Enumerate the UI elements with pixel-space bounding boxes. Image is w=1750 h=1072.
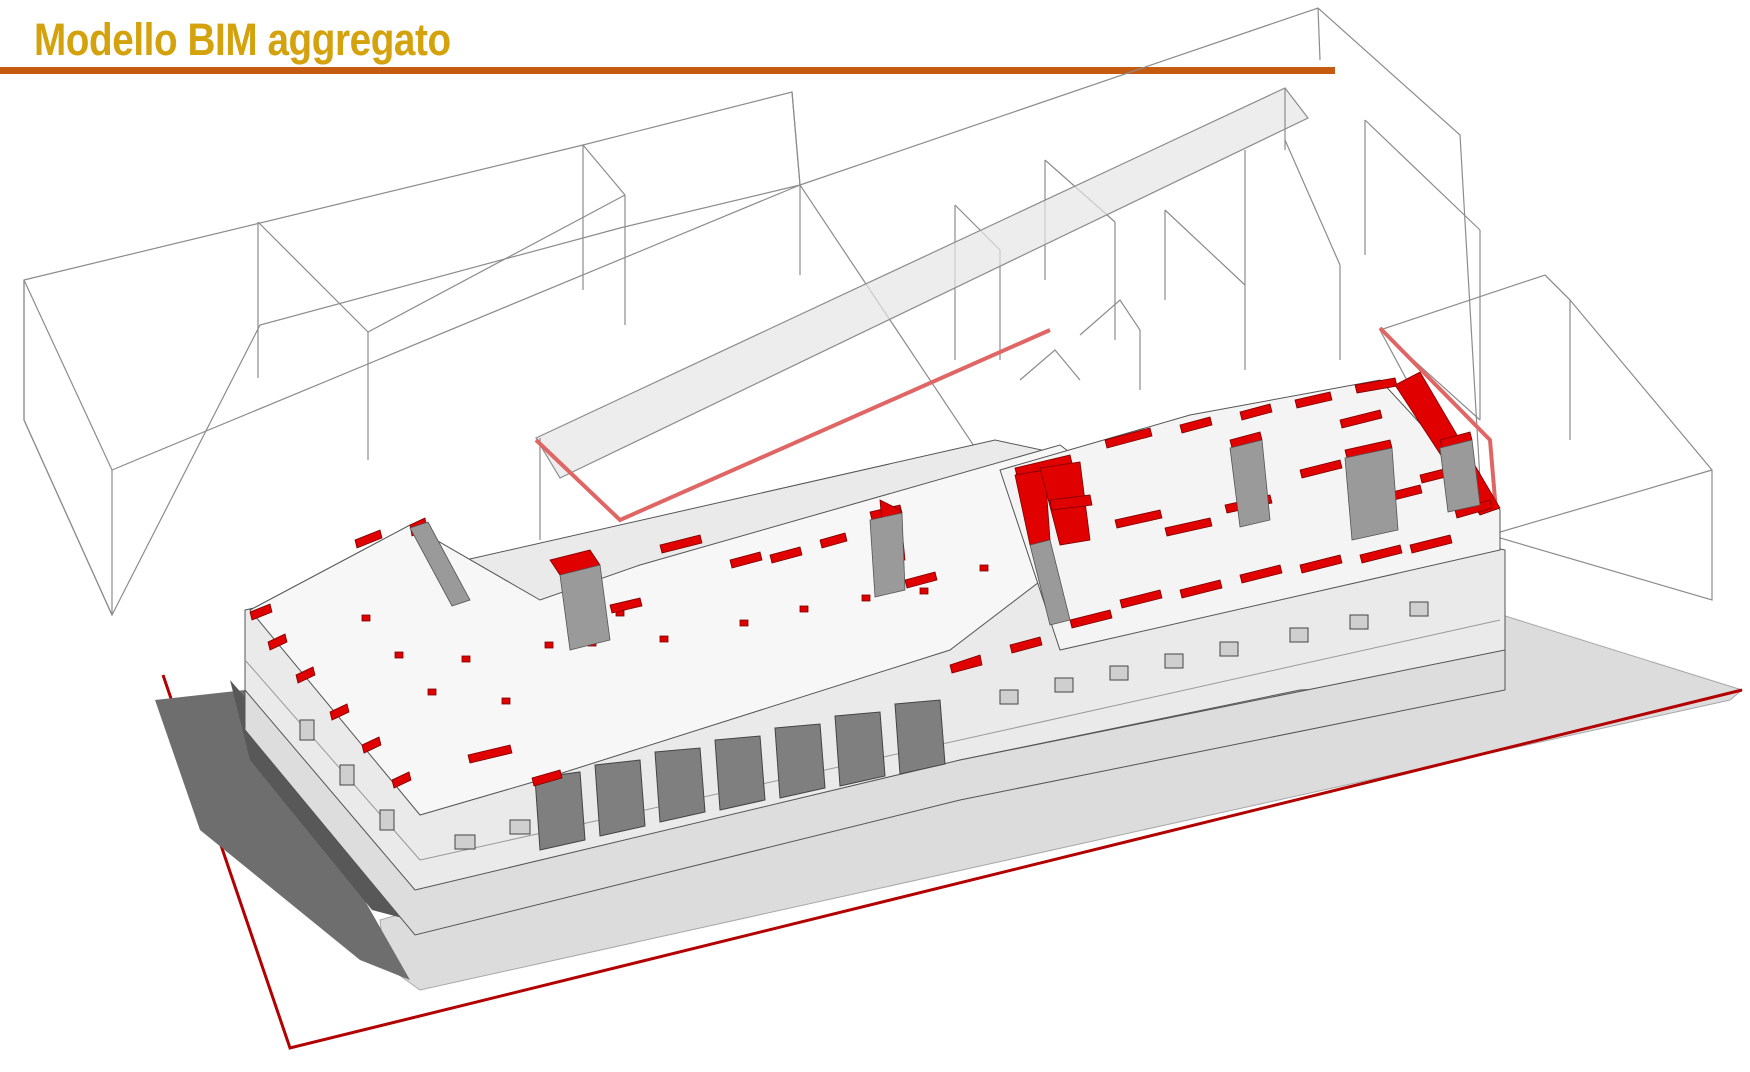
interior-walls (409, 439, 1481, 651)
title-rule (0, 67, 1335, 74)
facade-panels (534, 699, 946, 851)
context-roof-edge (534, 328, 1051, 523)
slide-header: Modello BIM aggregato (0, 0, 1335, 80)
slide-title: Modello BIM aggregato (34, 14, 451, 65)
facade-windows (299, 601, 1429, 850)
context-buildings (23, 7, 1713, 617)
